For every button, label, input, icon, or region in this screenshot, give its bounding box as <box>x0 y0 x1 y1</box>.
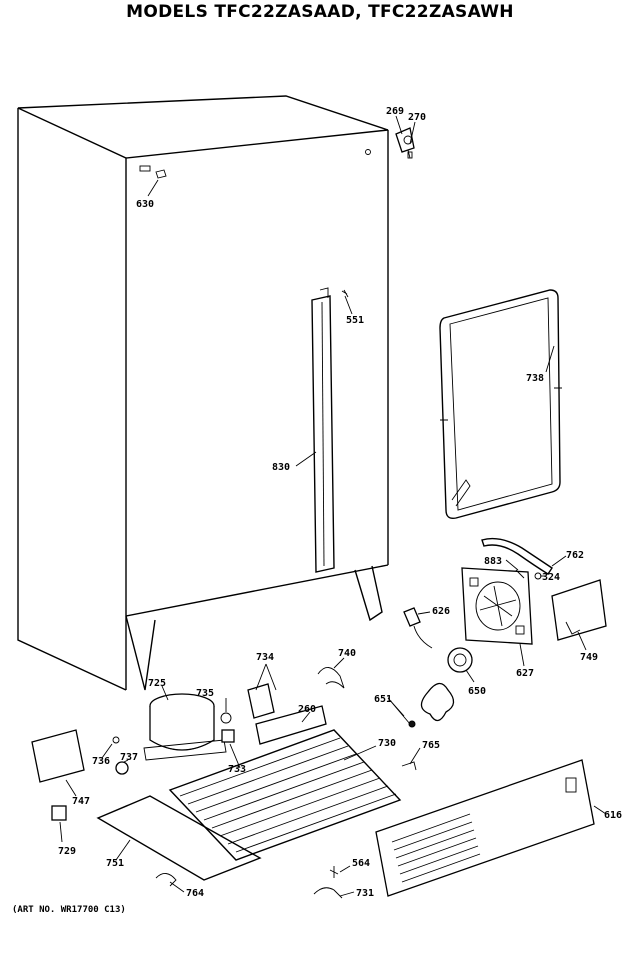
foot-764 <box>155 873 177 887</box>
callout-270: 270 <box>408 112 426 123</box>
cover-749 <box>551 579 607 641</box>
relay-733 <box>221 729 235 743</box>
callout-729: 729 <box>58 846 76 857</box>
bracket-260 <box>255 705 327 745</box>
callout-740: 740 <box>338 648 356 659</box>
callout-762: 762 <box>566 550 584 561</box>
condenser-coil-730 <box>168 729 402 861</box>
callout-830: 830 <box>272 462 290 473</box>
thermostat-626 <box>403 607 433 649</box>
door-gasket <box>439 289 562 520</box>
callout-269: 269 <box>386 106 404 117</box>
leader-lines <box>59 115 607 897</box>
callout-751: 751 <box>106 858 124 869</box>
callout-883: 883 <box>484 556 502 567</box>
fan-motor-650 <box>447 647 473 673</box>
bracket-740 <box>317 667 345 689</box>
callout-747: 747 <box>72 796 90 807</box>
callout-734: 734 <box>256 652 274 663</box>
art-number: (ART NO. WR17700 C13) <box>12 905 126 915</box>
callout-626: 626 <box>432 606 450 617</box>
callout-737: 737 <box>120 752 138 763</box>
callout-651: 651 <box>374 694 392 705</box>
diagram-title: MODELS TFC22ZASAAD, TFC22ZASAWH <box>126 2 514 22</box>
callout-730: 730 <box>378 738 396 749</box>
callout-765: 765 <box>422 740 440 751</box>
drain-tube <box>481 537 553 575</box>
callout-735: 735 <box>196 688 214 699</box>
callout-725: 725 <box>148 678 166 689</box>
callout-731: 731 <box>356 888 374 899</box>
callout-650: 650 <box>468 686 486 697</box>
hinge-269-270 <box>395 127 415 159</box>
fan-shroud <box>461 567 533 645</box>
screw-883-icon <box>515 569 525 579</box>
clip-630-icon <box>155 169 167 179</box>
fan-blade-651 <box>408 682 455 728</box>
grommet-736-icon <box>112 736 120 744</box>
callout-749: 749 <box>580 652 598 663</box>
compressor-725 <box>143 693 227 761</box>
hanger-731 <box>313 887 343 899</box>
clip-765 <box>401 761 417 771</box>
callout-627: 627 <box>516 668 534 679</box>
callout-616: 616 <box>604 810 622 821</box>
screw-551-icon <box>341 289 349 298</box>
refrigerator-cabinet <box>17 95 389 691</box>
base-pan-751 <box>96 795 262 881</box>
callout-260: 260 <box>298 704 316 715</box>
grommet-735-icon <box>220 712 232 724</box>
callout-564: 564 <box>352 858 370 869</box>
grille-616 <box>375 759 595 897</box>
cap-737 <box>115 761 129 775</box>
callout-630: 630 <box>136 199 154 210</box>
clip-729 <box>51 805 67 821</box>
callout-738: 738 <box>526 373 544 384</box>
callout-736: 736 <box>92 756 110 767</box>
overload-734 <box>247 683 275 719</box>
screw-564-icon <box>329 866 339 878</box>
shield-747 <box>31 729 85 783</box>
callout-324: 324 <box>542 572 560 583</box>
center-mullion <box>311 287 335 573</box>
callout-764: 764 <box>186 888 204 899</box>
callout-551: 551 <box>346 315 364 326</box>
callout-733: 733 <box>228 764 246 775</box>
